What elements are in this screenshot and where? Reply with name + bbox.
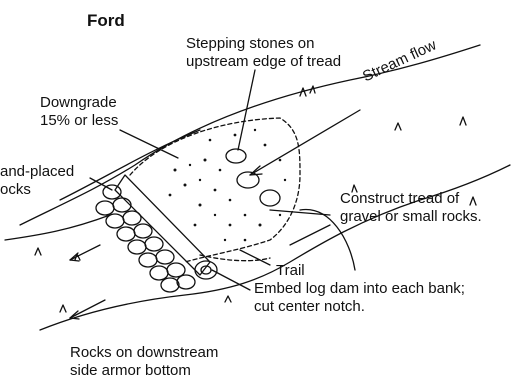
- diagram-title: Ford: [87, 12, 125, 30]
- left-bank-edge: [5, 215, 110, 240]
- label-embed-log: Embed log dam into each bank; cut center…: [254, 280, 465, 316]
- log-end: [195, 261, 217, 279]
- label-downgrade: Downgrade 15% or less: [40, 94, 118, 130]
- downstream-arrow-1: [70, 245, 100, 260]
- label-stepping-stones: Stepping stones on upstream edge of trea…: [186, 35, 341, 71]
- gravel-texture: [169, 129, 287, 242]
- leader-trail: [240, 250, 270, 265]
- downstream-arrow-2: [70, 300, 105, 318]
- label-construct-tread: Construct tread of gravel or small rocks…: [340, 190, 482, 226]
- label-rocks-downstream: Rocks on downstream side armor bottom: [70, 344, 218, 380]
- armor-rocks: [96, 185, 195, 292]
- stepping-stones: [226, 149, 280, 206]
- leader-stepping-stones: [238, 70, 255, 150]
- label-hand-placed-rocks: and-placed ocks: [0, 163, 74, 199]
- stream-flow-arrow: [250, 110, 360, 175]
- label-trail: Trail: [276, 262, 305, 280]
